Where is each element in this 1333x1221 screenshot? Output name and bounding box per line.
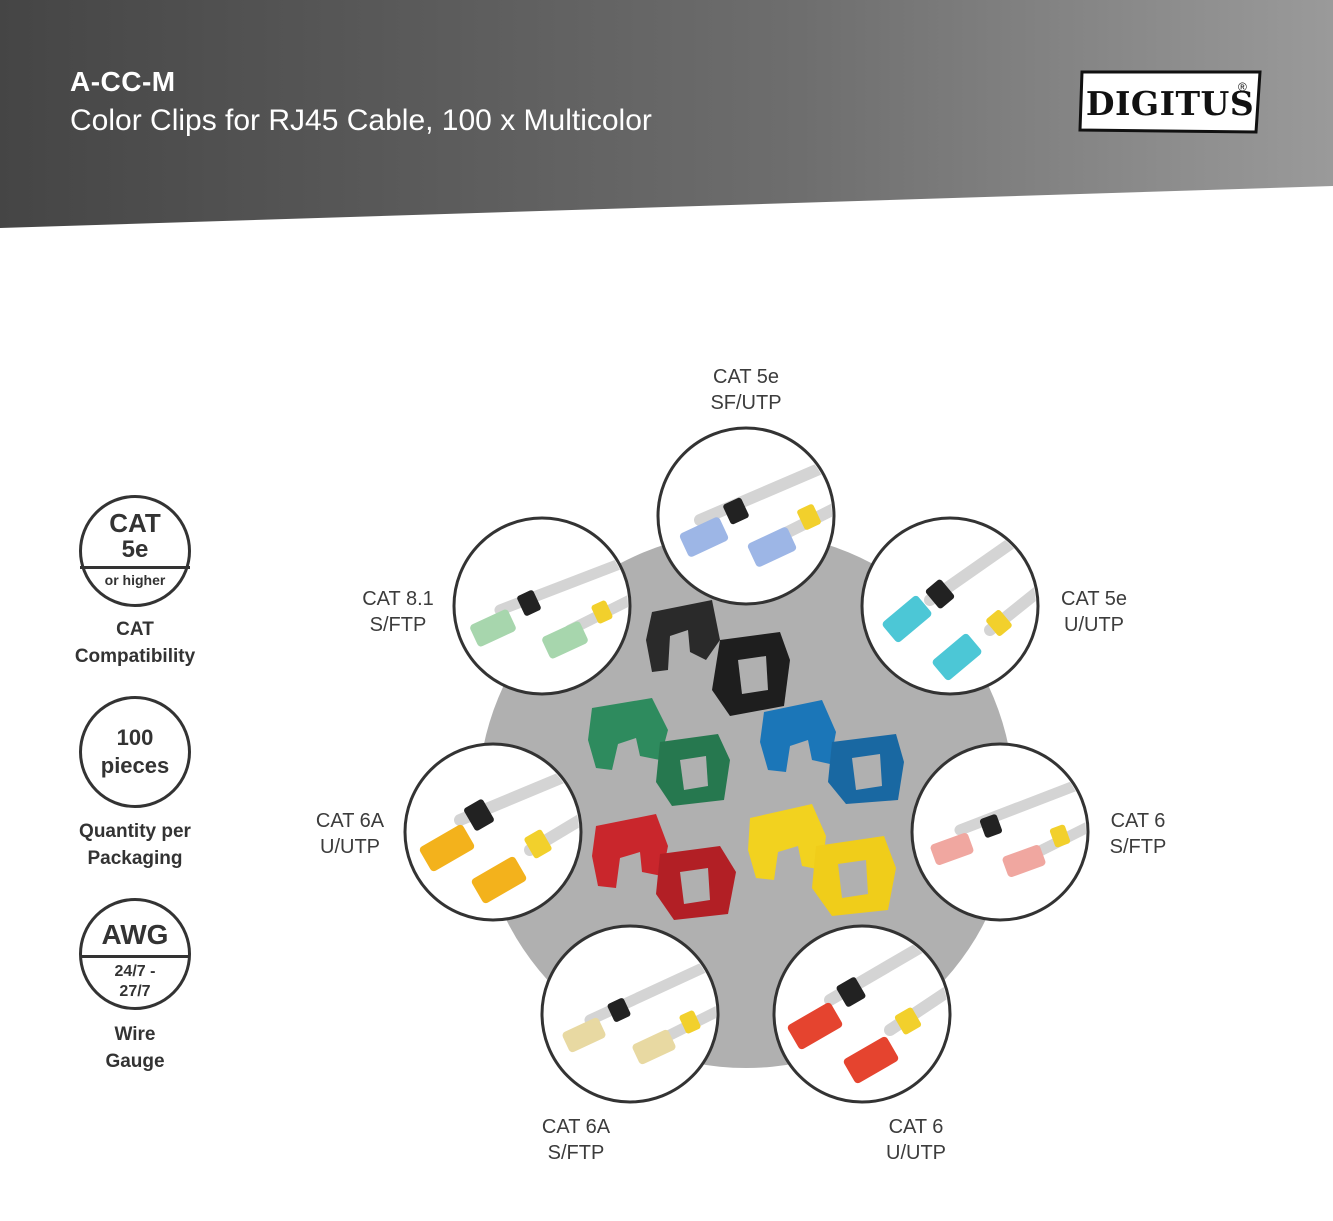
- label-cat5e-sftp: CAT 5e SF/UTP: [666, 364, 826, 416]
- plug-shape: [1002, 844, 1046, 878]
- cat-label-shielding: U/UTP: [320, 836, 380, 858]
- badge-awg-text: AWG: [101, 919, 169, 950]
- header-band: A-CC-M Color Clips for RJ45 Cable, 100 x…: [0, 0, 1333, 230]
- connector-circle-cat6a-uutp: [403, 742, 583, 922]
- wire-gauge-label: Wire Gauge: [35, 1021, 235, 1075]
- badge-cat-version: 5e: [121, 536, 149, 563]
- plug-shape: [562, 1017, 606, 1053]
- label-cat81-sftp: CAT 8.1 S/FTP: [318, 586, 478, 638]
- badge-or-higher: or higher: [104, 572, 166, 588]
- quantity-badge: 100 pieces: [79, 696, 191, 808]
- black-clip-pair: [646, 600, 790, 716]
- badge-quantity-unit: pieces: [100, 753, 170, 778]
- digitus-logo: DIGITUS ®: [1078, 70, 1262, 134]
- plug-shape: [747, 527, 797, 567]
- plug-shape: [930, 832, 974, 866]
- logo-registered-mark: ®: [1238, 80, 1247, 94]
- cat-label-category: CAT 5e: [1061, 588, 1127, 610]
- badge-quantity-number: 100: [116, 725, 154, 750]
- plug-shape: [787, 1002, 843, 1050]
- feature-label-line: Quantity per: [79, 821, 191, 842]
- cat-label-category: CAT 8.1: [362, 588, 434, 610]
- label-cat6-sftp: CAT 6 S/FTP: [1058, 808, 1218, 860]
- feature-label-line: Gauge: [105, 1051, 165, 1072]
- cat-label-category: CAT 6: [888, 1116, 944, 1138]
- header-background: [0, 0, 1333, 228]
- yellow-clip-pair: [748, 804, 896, 916]
- feature-label-line: Wire: [114, 1024, 156, 1045]
- red-clip-pair: [592, 814, 736, 920]
- cat-label-category: CAT 6: [1110, 810, 1166, 832]
- feature-label-line: Packaging: [87, 848, 183, 869]
- label-cat6-uutp: CAT 6 U/UTP: [836, 1114, 996, 1166]
- cat-compatibility-badge: CAT 5e or higher: [79, 495, 191, 607]
- hub-disc: [478, 532, 1014, 1068]
- quantity-label: Quantity per Packaging: [35, 818, 235, 872]
- cat-label-category: CAT 5e: [713, 366, 779, 388]
- cat-label-shielding: S/FTP: [1109, 836, 1167, 858]
- badge-divider: [80, 566, 190, 569]
- product-sku: A-CC-M: [70, 66, 176, 97]
- cat-compatibility-label: CAT Compatibility: [35, 616, 235, 670]
- cat-label-shielding: SF/UTP: [710, 392, 782, 414]
- product-subtitle: Color Clips for RJ45 Cable, 100 x Multic…: [70, 104, 652, 137]
- cat-label-shielding: U/UTP: [1064, 614, 1124, 636]
- plug-shape: [843, 1036, 899, 1084]
- logo-text: DIGITUS: [1085, 84, 1255, 123]
- logo-frame: [1078, 70, 1262, 134]
- plug-shape: [679, 517, 729, 557]
- feature-label-line: CAT: [116, 619, 154, 640]
- badge-awg-range-2: 27/7: [119, 983, 151, 1000]
- blue-clip-pair: [760, 700, 904, 804]
- plug-shape: [471, 856, 527, 904]
- cat-label-category: CAT 6A: [315, 810, 385, 832]
- badge-cat-text: CAT: [109, 508, 161, 538]
- feature-label-line: Compatibility: [74, 646, 196, 667]
- plug-shape: [632, 1029, 676, 1065]
- label-cat6a-sftp: CAT 6A S/FTP: [496, 1114, 656, 1166]
- connector-circle-cat6a-sftp: [540, 924, 720, 1104]
- cat-label-shielding: U/UTP: [886, 1142, 946, 1164]
- connector-circle-cat81-sftp: [452, 516, 632, 696]
- cat-label-shielding: S/FTP: [369, 614, 427, 636]
- label-cat5e-uutp: CAT 5e U/UTP: [1014, 586, 1174, 638]
- hub-background: [493, 516, 1000, 1014]
- plug-shape: [882, 595, 932, 643]
- cat-label-shielding: S/FTP: [547, 1142, 605, 1164]
- awg-badge: AWG 24/7 - 27/7: [79, 898, 191, 1010]
- plug-shape: [932, 633, 982, 681]
- label-cat6a-uutp: CAT 6A U/UTP: [270, 808, 430, 860]
- connector-circle-cat5e-sftp: [656, 426, 836, 606]
- connector-circle-cat6-uutp: [772, 924, 952, 1104]
- plug-shape: [542, 621, 588, 659]
- green-clip-pair: [588, 698, 730, 806]
- badge-divider: [80, 955, 190, 958]
- badge-awg-range-1: 24/7 -: [114, 963, 156, 980]
- cat-label-category: CAT 6A: [541, 1116, 611, 1138]
